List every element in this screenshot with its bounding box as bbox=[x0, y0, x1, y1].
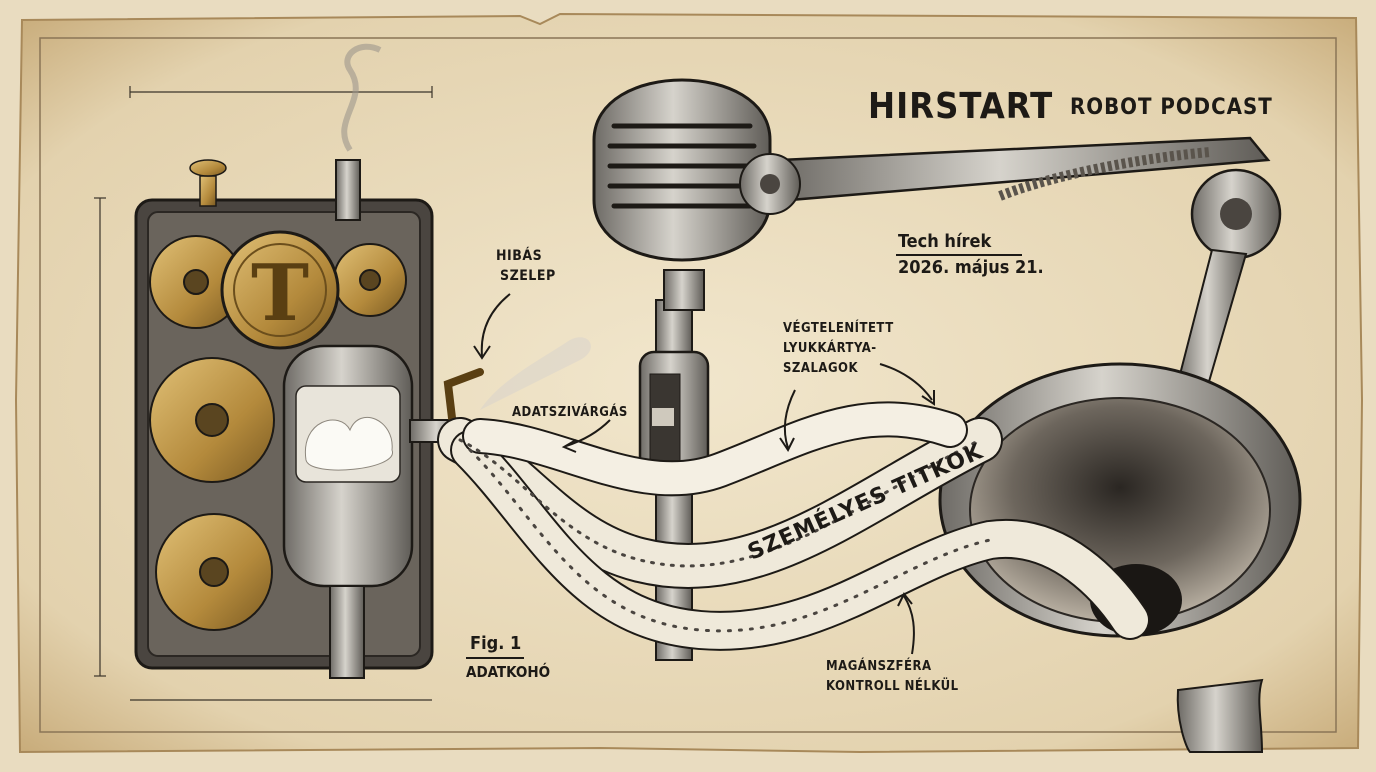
privacy-label-line1: MAGÁNSZFÉRA bbox=[826, 659, 932, 674]
valve-label-line2: SZELEP bbox=[500, 268, 556, 284]
dimension-lines bbox=[94, 86, 433, 701]
boom-arm bbox=[739, 136, 1282, 394]
glass-tank bbox=[282, 344, 414, 679]
figure-name: ADATKOHÓ bbox=[466, 663, 551, 681]
brand-title: HIRSTART bbox=[868, 86, 1054, 127]
figure-number: Fig. 1 bbox=[470, 633, 522, 654]
subtitle-underline bbox=[896, 254, 1022, 256]
paper-border bbox=[39, 37, 1337, 733]
valve-label-line1: HIBÁS bbox=[496, 248, 543, 264]
date: 2026. május 21. bbox=[898, 257, 1044, 278]
data-furnace-machine: T bbox=[134, 43, 591, 679]
punch-card-tapes bbox=[437, 401, 1150, 651]
brand-tagline: ROBOT PODCAST bbox=[1070, 95, 1273, 120]
microphone bbox=[592, 78, 772, 661]
tape-label-line3: SZALAGOK bbox=[783, 361, 859, 376]
privacy-label-line2: KONTROLL NÉLKÜL bbox=[826, 679, 959, 694]
emblem-coin: T bbox=[220, 230, 340, 350]
leak-label: ADATSZIVÁRGÁS bbox=[512, 405, 628, 420]
gear-icon bbox=[149, 235, 407, 631]
tape-label-line1: VÉGTELENÍTETT bbox=[783, 321, 894, 336]
subtitle: Tech hírek bbox=[898, 231, 992, 252]
figure-underline bbox=[466, 657, 524, 659]
tape-label-line2: LYUKKÁRTYA- bbox=[783, 341, 877, 356]
emblem-letter: T bbox=[251, 248, 309, 339]
annotation-arrows bbox=[473, 293, 935, 655]
